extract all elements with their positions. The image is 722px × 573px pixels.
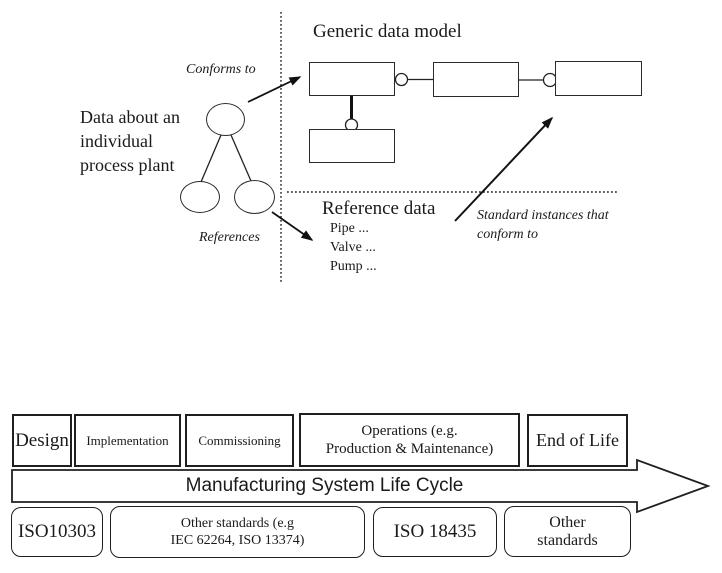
stage-design: Design [12, 414, 72, 467]
tree-root-node [206, 103, 245, 136]
reference-data-list: Pipe ... Valve ... Pump ... [330, 219, 377, 276]
stage-end-of-life-label: End of Life [536, 430, 619, 450]
standard-instances-arrow [454, 116, 554, 222]
model-entity-box-4 [309, 129, 395, 163]
standard-other-1: Other standards (e.g IEC 62264, ISO 1337… [110, 506, 365, 558]
standard-other-2-line-2: standards [537, 531, 598, 549]
references-label: References [199, 230, 260, 245]
stage-commissioning-label: Commissioning [198, 432, 281, 448]
stage-design-label: Design [15, 429, 69, 451]
standard-other-1-line-1: Other standards (e.g [180, 516, 295, 531]
stage-operations-label-line-1: Operations (e.g. [361, 423, 458, 439]
lifecycle-arrow-shape [11, 458, 711, 514]
model-entity-box-1 [309, 62, 395, 96]
standard-iso18435-label: ISO 18435 [393, 521, 477, 542]
model-connector-circle-1 [394, 72, 409, 87]
stage-operations-label-line-2: Production & Maintenance) [325, 441, 494, 457]
generic-data-model-title: Generic data model [313, 21, 462, 42]
tree-edge-left [200, 134, 222, 183]
conforms-to-arrow [247, 76, 302, 103]
plant-data-label-line-1: Data about an [80, 107, 180, 127]
standard-other-2: Other standards [504, 506, 631, 557]
reference-item-pipe: Pipe ... [330, 221, 369, 236]
stage-commissioning: Commissioning [185, 414, 294, 467]
plant-data-label: Data about an individual process plant [80, 105, 180, 177]
standard-instances-label: Standard instances that conform to [477, 206, 609, 244]
standard-other-2-line-1: Other [549, 513, 586, 531]
conforms-to-label: Conforms to [186, 62, 256, 77]
stage-end-of-life: End of Life [527, 414, 628, 467]
reference-item-valve: Valve ... [330, 240, 376, 255]
lifecycle-arrow-label: Manufacturing System Life Cycle [185, 475, 464, 496]
reference-data-title: Reference data [322, 198, 436, 219]
reference-item-pump: Pump ... [330, 259, 377, 274]
standard-instances-line-1: Standard instances that [477, 208, 609, 223]
tree-child-node-right [234, 180, 275, 214]
standard-iso10303-label: ISO10303 [17, 521, 97, 542]
standard-iso18435: ISO 18435 [373, 507, 497, 557]
model-entity-box-2 [433, 62, 519, 97]
tree-edge-right [230, 134, 252, 182]
plant-data-label-line-3: process plant [80, 155, 175, 175]
standard-iso10303: ISO10303 [11, 507, 103, 557]
standard-other-1-line-2: IEC 62264, ISO 13374) [170, 533, 305, 548]
references-arrow [271, 211, 314, 241]
model-entity-box-3 [555, 61, 642, 96]
plant-data-label-line-2: individual [80, 131, 153, 151]
stage-operations: Operations (e.g. Production & Maintenanc… [299, 413, 520, 467]
stage-implementation-label: Implementation [86, 432, 169, 448]
standard-instances-line-2: conform to [477, 227, 539, 242]
stage-implementation: Implementation [74, 414, 181, 467]
tree-child-node-left [180, 181, 220, 213]
